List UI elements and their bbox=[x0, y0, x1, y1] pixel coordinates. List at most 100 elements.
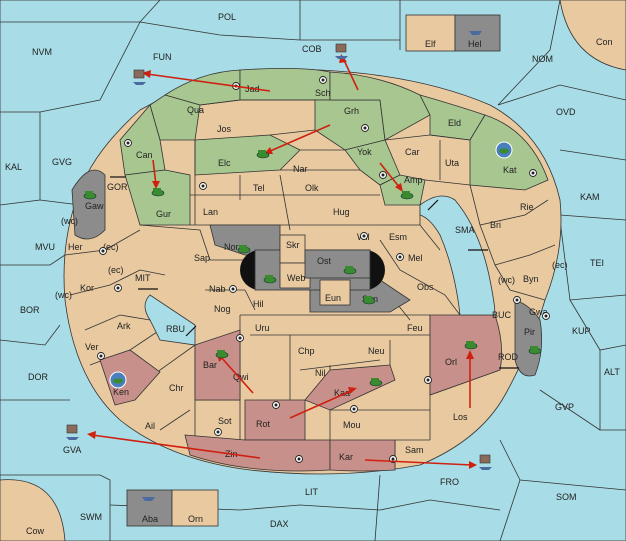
green-army-unit[interactable] bbox=[256, 150, 270, 159]
grey-fleet-unit[interactable] bbox=[66, 424, 79, 440]
supply-center bbox=[360, 232, 368, 240]
grey-fleet-unit[interactable] bbox=[133, 69, 146, 85]
green-army-unit[interactable] bbox=[237, 245, 251, 254]
label-esm: Esm bbox=[389, 232, 407, 242]
label-ark: Ark bbox=[117, 321, 131, 331]
label-orl: Orl bbox=[445, 357, 457, 367]
label-mit: MIT bbox=[135, 273, 151, 283]
green-army-unit[interactable] bbox=[362, 296, 376, 305]
label-bri: Bri bbox=[490, 220, 501, 230]
green-army-unit[interactable] bbox=[83, 191, 97, 200]
label-cow: Cow bbox=[26, 526, 45, 536]
arrow-head bbox=[142, 70, 151, 78]
label-lan: Lan bbox=[203, 207, 218, 217]
region-ken[interactable] bbox=[99, 349, 161, 406]
label-byn: Byn bbox=[523, 274, 539, 284]
supply-center bbox=[513, 296, 521, 304]
green-army-unit[interactable] bbox=[109, 371, 127, 389]
label-sam: Sam bbox=[405, 445, 424, 455]
label-bor: BOR bbox=[20, 305, 40, 315]
label-rod: ROD bbox=[498, 352, 519, 362]
green-army-unit[interactable] bbox=[400, 191, 414, 200]
grey-fleet-unit[interactable] bbox=[142, 497, 155, 501]
green-army-unit[interactable] bbox=[151, 188, 165, 197]
green-army-unit[interactable] bbox=[263, 275, 277, 284]
green-army-unit[interactable] bbox=[369, 378, 383, 387]
label-lit: LIT bbox=[305, 487, 319, 497]
supply-center bbox=[272, 401, 280, 409]
green-army-unit[interactable] bbox=[528, 346, 542, 355]
units bbox=[66, 31, 542, 501]
green-army-unit[interactable] bbox=[215, 350, 229, 359]
order-arrow bbox=[342, 57, 359, 91]
label-her: Her bbox=[68, 242, 83, 252]
region-grh-north[interactable] bbox=[329, 71, 431, 141]
label-byn-ec: (ec) bbox=[552, 260, 568, 270]
label-kor-wc: (wc) bbox=[55, 290, 72, 300]
supply-center bbox=[542, 312, 550, 320]
grey-fleet-unit[interactable] bbox=[469, 31, 482, 35]
label-eun: Eun bbox=[325, 293, 341, 303]
region-gur[interactable] bbox=[124, 169, 191, 226]
region-rbu[interactable] bbox=[144, 294, 196, 346]
supply-center bbox=[529, 169, 537, 177]
region-gaw[interactable] bbox=[71, 169, 106, 240]
supply-center bbox=[424, 376, 432, 384]
label-ver: Ver bbox=[85, 342, 99, 352]
label-eld: Eld bbox=[448, 118, 461, 128]
label-dax: DAX bbox=[270, 519, 289, 529]
label-sch: Sch bbox=[315, 88, 331, 98]
supply-center bbox=[199, 182, 207, 190]
grey-fleet-unit[interactable] bbox=[335, 43, 348, 59]
label-gvp: GVP bbox=[555, 402, 574, 412]
label-qwi: Qwi bbox=[233, 372, 249, 382]
supply-center bbox=[319, 76, 327, 84]
label-cob: COB bbox=[302, 44, 322, 54]
green-army-unit[interactable] bbox=[495, 141, 513, 159]
region-eun[interactable] bbox=[319, 279, 351, 306]
label-kor-ec: (ec) bbox=[108, 265, 124, 275]
label-tel: Tel bbox=[253, 183, 265, 193]
label-pir: Pir bbox=[524, 327, 535, 337]
label-kup: KUP bbox=[572, 326, 591, 336]
order-arrow bbox=[146, 73, 271, 92]
green-army-unit[interactable] bbox=[343, 266, 357, 275]
supply-center bbox=[229, 285, 237, 293]
label-ken: Ken bbox=[113, 387, 129, 397]
label-dor: DOR bbox=[28, 372, 49, 382]
region-orl[interactable] bbox=[429, 314, 503, 396]
label-skr: Skr bbox=[286, 240, 300, 250]
arrow-head bbox=[87, 431, 96, 439]
region-sma[interactable] bbox=[419, 195, 496, 316]
grey-fleet-unit[interactable] bbox=[479, 454, 492, 470]
label-kaa: Kaa bbox=[334, 388, 350, 398]
region-kar[interactable] bbox=[329, 439, 396, 472]
label-nar: Nar bbox=[293, 164, 308, 174]
region-bar[interactable] bbox=[194, 329, 241, 401]
label-rot: Rot bbox=[256, 419, 271, 429]
label-feu: Feu bbox=[407, 323, 423, 333]
label-kal: KAL bbox=[5, 162, 22, 172]
label-her-ec: (ec) bbox=[103, 242, 119, 252]
label-uta: Uta bbox=[445, 158, 459, 168]
region-elf[interactable] bbox=[405, 14, 456, 52]
label-kar: Kar bbox=[339, 452, 353, 462]
region-ost[interactable] bbox=[304, 249, 371, 279]
label-amp: Amp bbox=[404, 175, 423, 185]
order-arrow bbox=[289, 389, 354, 419]
arrow-head bbox=[466, 350, 474, 359]
green-army-unit[interactable] bbox=[464, 341, 478, 350]
region-skr[interactable] bbox=[279, 234, 306, 264]
label-her-wc: (wc) bbox=[61, 216, 78, 226]
region-orn[interactable] bbox=[171, 489, 219, 527]
label-ail: Ail bbox=[145, 421, 155, 431]
region-hel[interactable] bbox=[454, 14, 501, 52]
label-buc: BUC bbox=[492, 310, 512, 320]
label-chr: Chr bbox=[169, 383, 184, 393]
region-can[interactable] bbox=[119, 104, 166, 176]
label-uru: Uru bbox=[255, 323, 270, 333]
label-kat: Kat bbox=[503, 165, 517, 175]
label-elc: Elc bbox=[218, 158, 231, 168]
